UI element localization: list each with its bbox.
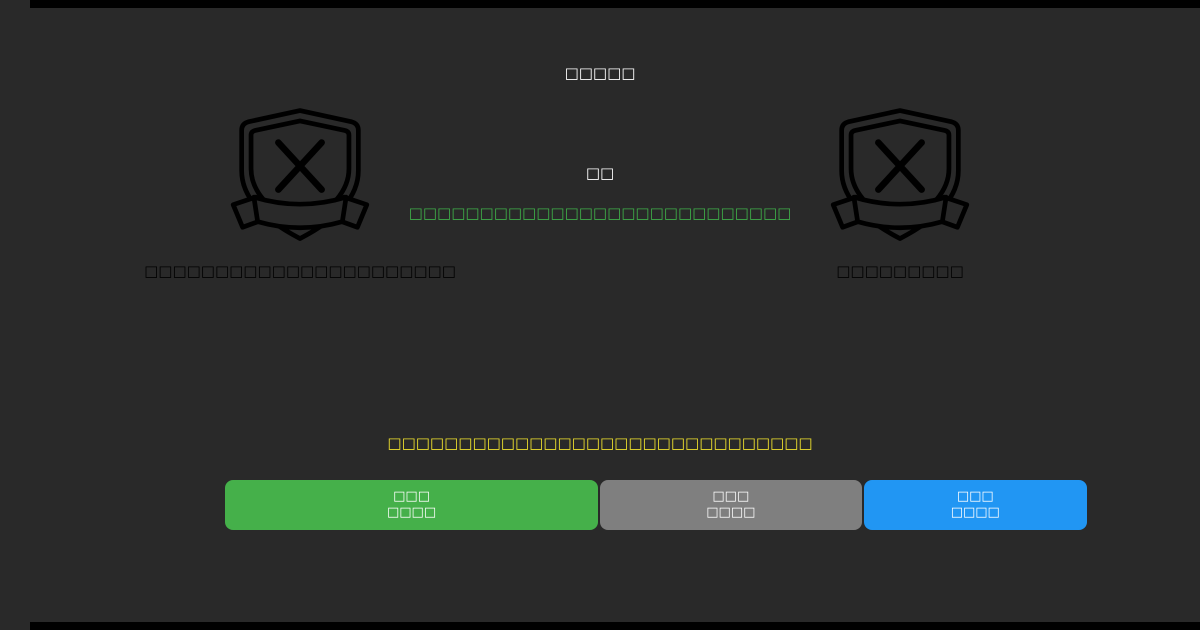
- primary-action-label-line1: □□□: [393, 489, 430, 504]
- action-button-row: □□□ □□□□ □□□ □□□□ □□□ □□□□: [225, 480, 1087, 530]
- result-message: □□□□□□□□□□□□□□□□□□□□□□□□□□□: [408, 204, 792, 222]
- secondary-action-label-line1: □□□: [712, 489, 750, 504]
- notice-text: □□□□□□□□□□□□□□□□□□□□□□□□□□□□□□: [387, 434, 813, 452]
- right-shield-caption: □□□□□□□□□: [836, 262, 964, 280]
- left-shield-caption: □□□□□□□□□□□□□□□□□□□□□□: [144, 262, 456, 280]
- left-shield-block: □□□□□□□□□□□□□□□□□□□□□□: [120, 103, 480, 280]
- page-title: □□□□□: [564, 64, 636, 82]
- top-border-bar: [30, 0, 1200, 8]
- tertiary-action-label-line2: □□□□: [950, 505, 1000, 520]
- primary-action-label-line2: □□□□: [386, 505, 437, 520]
- tertiary-action-label-line1: □□□: [956, 489, 994, 504]
- shield-x-banner-icon: [230, 108, 370, 241]
- result-status: □□: [585, 164, 615, 182]
- tertiary-action-button[interactable]: □□□ □□□□: [863, 480, 1087, 530]
- shield-x-banner-icon: [830, 108, 970, 241]
- primary-action-button[interactable]: □□□ □□□□: [225, 480, 599, 530]
- secondary-action-button[interactable]: □□□ □□□□: [600, 480, 862, 530]
- secondary-action-label-line2: □□□□: [706, 505, 756, 520]
- right-shield-block: □□□□□□□□□: [720, 103, 1080, 280]
- bottom-border-bar: [30, 622, 1200, 630]
